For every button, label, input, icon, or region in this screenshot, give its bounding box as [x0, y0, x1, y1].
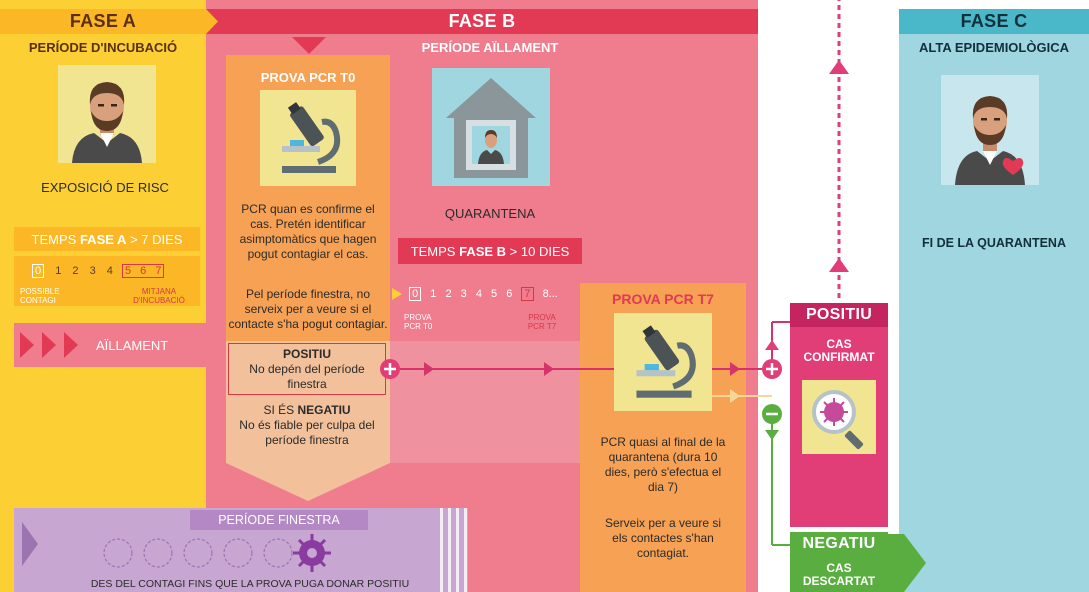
phase-c-caption: FI DE LA QUARANTENA — [922, 236, 1066, 250]
phase-a-title: FASE A — [69, 11, 137, 31]
pcr-t0-negative-desc: No és fiable per culpa del període fines… — [239, 418, 375, 447]
pcr-t7-illustration — [614, 313, 712, 411]
negative-result-arrow — [886, 534, 926, 592]
phase-b-day-3: 3 — [460, 288, 467, 300]
pcr-t0-illustration — [260, 90, 356, 186]
phase-a-time-label: TEMPS FASE A > 7 DIES — [14, 232, 200, 247]
man-avatar-icon — [72, 82, 142, 163]
phase-a-time-phase: FASE A — [79, 232, 127, 247]
phase-c-header — [899, 9, 1089, 34]
phase-c-subtitle: ALTA EPIDEMIOLÒGICA — [919, 40, 1069, 55]
phase-b-days: 0 1 2 3 4 5 6 7 8... — [392, 287, 558, 301]
isolation-arrows-icon — [20, 332, 78, 358]
phase-a-day-3: 3 — [89, 265, 96, 277]
pcr-t0-description: PCR quan es confirme el cas. Pretén iden… — [239, 202, 377, 261]
phase-a-time-bar — [14, 227, 200, 251]
phase-b-day-0: 0 — [409, 287, 422, 301]
microscope-icon — [636, 325, 696, 398]
phase-c-portrait — [941, 75, 1039, 185]
pcr-t0-down-arrow — [226, 463, 390, 501]
phase-a-day-1: 1 — [55, 265, 62, 277]
phase-b-day-1: 1 — [430, 288, 437, 300]
phase-a-day-scale — [14, 256, 200, 306]
negative-result-title: NEGATIU — [802, 535, 876, 552]
microscope-icon — [282, 102, 341, 173]
phase-b-header — [206, 9, 758, 34]
phase-b-day7-label: PROVA PCR T7 — [527, 313, 557, 331]
pcr-t0-window-note: Pel període finestra, no serveix per a v… — [228, 287, 388, 331]
phase-a-caption: EXPOSICIÓ DE RISC — [41, 180, 169, 195]
virus-magnifier-icon — [812, 390, 864, 450]
phase-a-incubation-label: MITJANA D'INCUBACIÓ — [133, 287, 185, 305]
positive-result-desc: CAS CONFIRMAT — [803, 337, 875, 364]
phase-b-time-bar — [398, 238, 582, 264]
pcr-t0-result-panel — [226, 341, 390, 463]
phase-a-day-6: 6 — [140, 265, 147, 277]
pcr-t0-title: PROVA PCR T0 — [260, 70, 356, 85]
pcr-t0-negative-title: NEGATIU — [297, 403, 351, 417]
phase-a-day-7: 7 — [155, 265, 162, 277]
negative-result-desc: CAS DESCARTAT — [802, 561, 876, 588]
phase-b-day-4: 4 — [475, 288, 482, 300]
man-heart-avatar-icon — [955, 96, 1025, 185]
house-icon — [446, 78, 536, 178]
phase-a-header — [0, 9, 206, 34]
phase-c-title: FASE C — [960, 11, 1028, 31]
phase-a-header-tip — [206, 9, 218, 34]
phase-b-title: FASE B — [448, 11, 516, 31]
pcr-t7-description: PCR quasi al final de la quarantena (dur… — [600, 435, 726, 494]
phase-a-incubation-days: 5 6 7 — [121, 264, 165, 278]
pcr-t0-top-notch — [292, 37, 326, 54]
phase-b-day-8: 8... — [542, 288, 558, 300]
window-left-arrow — [22, 522, 38, 566]
phase-a-subtitle: PERÍODE D'INCUBACIÓ — [28, 40, 178, 55]
phase-b-day-5: 5 — [491, 288, 498, 300]
scale-arrow-icon — [392, 288, 402, 301]
quarantine-label: QUARANTENA — [444, 206, 536, 221]
phase-b-time-label: TEMPS FASE B > 10 DIES — [398, 244, 582, 259]
positive-result-header — [790, 303, 888, 327]
phase-a-day-2: 2 — [72, 265, 79, 277]
phase-b-time-prefix: TEMPS — [410, 244, 460, 259]
pcr-t0-negative-prefix: SI ÉS — [263, 403, 298, 417]
phase-b-time-suffix: > 10 DIES — [506, 244, 570, 259]
phase-b-day0-label: PROVA PCR T0 — [404, 313, 433, 331]
phase-b-time-phase: FASE B — [459, 244, 507, 259]
phase-a-day0-label: POSSIBLE CONTAGI — [20, 287, 60, 305]
window-stripes — [440, 508, 468, 592]
pcr-t7-note: Serveix per a veure si els contactes s'h… — [604, 516, 722, 560]
phase-a-portrait — [58, 65, 156, 163]
phase-b-day-2: 2 — [445, 288, 452, 300]
pcr-t0-positive-title: POSITIU — [282, 347, 331, 361]
pcr-t7-title: PROVA PCR T7 — [612, 291, 714, 307]
window-header — [190, 510, 368, 530]
phase-a-day-5: 5 — [124, 265, 132, 277]
phase-b-day-7: 7 — [521, 287, 534, 301]
virus-progression-icon — [103, 534, 331, 572]
isolation-label: AÏLLAMENT — [96, 338, 169, 353]
phase-b-day-6: 6 — [506, 288, 513, 300]
window-description: DES DEL CONTAGI FINS QUE LA PROVA PUGA D… — [90, 578, 410, 590]
quarantine-illustration — [432, 68, 550, 186]
positive-result-title: POSITIU — [805, 306, 873, 323]
phase-b-subtitle: PERÍODE AÏLLAMENT — [421, 40, 559, 55]
window-title: PERÍODE FINESTRA — [218, 513, 340, 527]
phase-a-day-4: 4 — [106, 265, 113, 277]
phase-a-day-0: 0 — [32, 264, 45, 278]
phase-a-time-prefix: TEMPS — [31, 232, 80, 247]
phase-a-days: 0 1 2 3 4 5 6 7 — [32, 264, 165, 278]
pcr-t0-positive-desc: No depén del període finestra — [249, 362, 365, 391]
positive-result-illustration — [802, 380, 876, 454]
phase-a-time-suffix: > 7 DIES — [126, 232, 183, 247]
phase-b-lower-band — [390, 341, 580, 463]
pcr-t0-negative-heading: SI ÉS NEGATIU — [228, 403, 386, 418]
negative-result-panel — [790, 532, 888, 592]
